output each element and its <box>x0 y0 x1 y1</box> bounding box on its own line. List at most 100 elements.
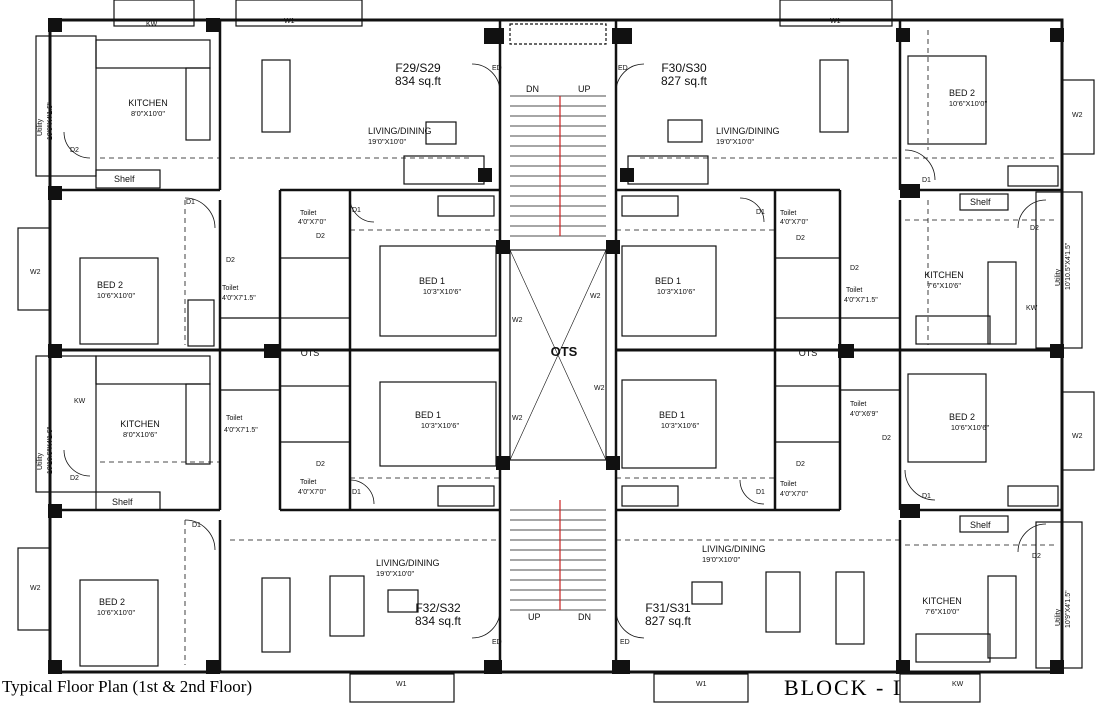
door-ed-4: ED <box>620 639 630 646</box>
room-kitchen-se: KITCHEN <box>922 596 962 606</box>
dim-bed1-nw: 10'3"X10'6" <box>423 287 462 296</box>
window-w2-5: W2 <box>512 317 523 324</box>
dim-utility-w: 10'10.5"X4'1.5" <box>47 426 54 474</box>
door-d1-4: D1 <box>922 493 931 500</box>
dim-bed2-sw: 10'6"X10'0" <box>97 608 136 617</box>
door-d2-3: D2 <box>226 257 235 264</box>
dim-living-ne: 19'0"X10'0" <box>716 137 755 146</box>
dim-toilet-5: 4'0"X7'0" <box>780 219 808 226</box>
door-d2-11: D2 <box>1032 553 1041 560</box>
dim-utility-nw: 10'9"X4'1.5" <box>47 102 54 140</box>
label-shelf-2: Shelf <box>112 497 133 507</box>
unit-area-f31: 827 sq.ft <box>645 614 692 628</box>
window-w2-6: W2 <box>590 293 601 300</box>
door-d1-7: D1 <box>756 209 765 216</box>
unit-id-f30: F30/S30 <box>661 61 707 75</box>
window-w1-3: W1 <box>396 681 407 688</box>
dim-kitchen-nw: 8'0"X10'0" <box>131 109 165 118</box>
dim-kitchen-se: 7'6"X10'0" <box>925 607 959 616</box>
door-ed-3: ED <box>492 639 502 646</box>
door-d2-10: D2 <box>1030 225 1039 232</box>
door-d1-8: D1 <box>756 489 765 496</box>
stair-dn-top: DN <box>526 84 539 94</box>
unit-area-f29: 834 sq.ft <box>395 74 442 88</box>
room-utility-se: Utility <box>1055 608 1062 626</box>
dim-toilet-7: 4'0"X6'9" <box>850 411 878 418</box>
dim-living-se: 19'0"X10'0" <box>702 555 741 564</box>
room-toilet-4: Toilet <box>300 479 316 486</box>
window-kw-3: KW <box>74 398 86 405</box>
room-kitchen-w: KITCHEN <box>120 419 160 429</box>
dim-kitchen-w: 8'0"X10'6" <box>123 430 157 439</box>
room-kitchen-e: KITCHEN <box>924 270 964 280</box>
window-w2-3: W2 <box>1072 112 1083 119</box>
room-living-nw: LIVING/DINING <box>368 126 432 136</box>
label-shelf-3: Shelf <box>970 197 991 207</box>
room-bed1-nw: BED 1 <box>419 276 445 286</box>
door-d2-1: D2 <box>70 147 79 154</box>
door-d2-7: D2 <box>882 435 891 442</box>
dim-toilet-1: 4'0"X7'0" <box>298 219 326 226</box>
door-d1-1: D1 <box>186 199 195 206</box>
room-toilet-5: Toilet <box>780 210 796 217</box>
window-kw-4: KW <box>1026 305 1038 312</box>
dim-toilet-6: 4'0"X7'1.5" <box>844 297 878 304</box>
window-w2-2: W2 <box>30 585 41 592</box>
window-kw-1: KW <box>146 21 158 28</box>
door-d2-9: D2 <box>796 461 805 468</box>
window-w1-4: W1 <box>696 681 707 688</box>
window-w2-7: W2 <box>512 415 523 422</box>
door-d2-8: D2 <box>796 235 805 242</box>
window-w1-1: W1 <box>284 18 295 25</box>
room-bed2-ne: BED 2 <box>949 88 975 98</box>
room-toilet-7: Toilet <box>850 401 866 408</box>
dim-kitchen-e: 7'6"X10'6" <box>927 281 961 290</box>
unit-area-f30: 827 sq.ft <box>661 74 708 88</box>
dim-toilet-3: 4'0"X7'1.5" <box>224 427 258 434</box>
window-w2-1: W2 <box>30 269 41 276</box>
central-ots <box>509 249 607 461</box>
room-living-se: LIVING/DINING <box>702 544 766 554</box>
door-d1-5: D1 <box>352 207 361 214</box>
dim-utility-e: 10'10.5"X4'1.5" <box>1065 242 1072 290</box>
dim-toilet-4: 4'0"X7'0" <box>298 489 326 496</box>
label-ots-center: OTS <box>551 344 578 359</box>
dim-bed1-se: 10'3"X10'6" <box>661 421 700 430</box>
dim-toilet-8: 4'0"X7'0" <box>780 491 808 498</box>
room-toilet-3: Toilet <box>226 415 242 422</box>
room-toilet-6: Toilet <box>846 287 862 294</box>
stair-up-bottom: UP <box>528 612 541 622</box>
room-utility-nw: Utility <box>37 118 44 136</box>
dim-bed2-w: 10'6"X10'0" <box>97 291 136 300</box>
door-d1-6: D1 <box>352 489 361 496</box>
door-d2-2: D2 <box>70 475 79 482</box>
label-ots-right: OTS <box>799 348 818 358</box>
door-d1-2: D1 <box>192 522 201 529</box>
dim-living-sw: 19'0"X10'0" <box>376 569 415 578</box>
dim-bed1-ne: 10'3"X10'6" <box>657 287 696 296</box>
room-bed1-sw: BED 1 <box>415 410 441 420</box>
door-ed-2: ED <box>618 65 628 72</box>
dim-bed2-e: 10'6"X10'6" <box>951 423 990 432</box>
window-kw-2: KW <box>952 681 964 688</box>
door-d2-5: D2 <box>316 461 325 468</box>
room-utility-w: Utility <box>37 452 44 470</box>
room-toilet-8: Toilet <box>780 481 796 488</box>
room-bed2-sw: BED 2 <box>99 597 125 607</box>
room-living-sw: LIVING/DINING <box>376 558 440 568</box>
room-toilet-2: Toilet <box>222 285 238 292</box>
unit-id-f31: F31/S31 <box>645 601 691 615</box>
room-bed1-ne: BED 1 <box>655 276 681 286</box>
dim-utility-se: 10'9"X4'1.5" <box>1065 590 1072 628</box>
stair-dn-bottom: DN <box>578 612 591 622</box>
unit-id-f29: F29/S29 <box>395 61 441 75</box>
window-w2-4: W2 <box>1072 433 1083 440</box>
door-ed-1: ED <box>492 65 502 72</box>
dim-bed1-sw: 10'3"X10'6" <box>421 421 460 430</box>
room-living-ne: LIVING/DINING <box>716 126 780 136</box>
window-w1-2: W1 <box>830 18 841 25</box>
block-label: BLOCK - I <box>784 675 903 700</box>
unit-id-f32: F32/S32 <box>415 601 461 615</box>
door-d2-4: D2 <box>316 233 325 240</box>
